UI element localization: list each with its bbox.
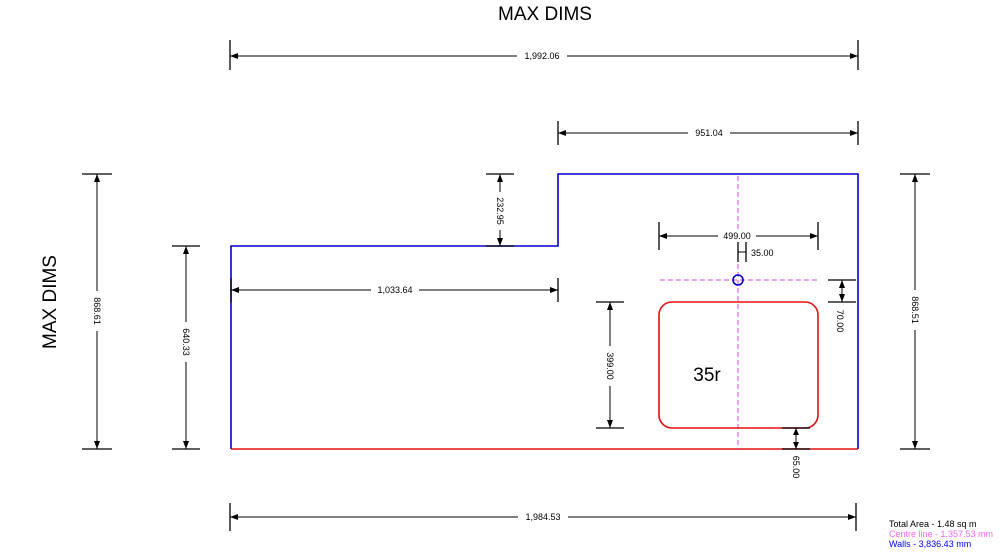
left-title: MAX DIMS (40, 255, 61, 349)
dim-upper-right-width: 951.04 (557, 121, 859, 145)
sink-corner-radius-label: 35r (693, 365, 721, 386)
dim-step-height-label: 232.95 (495, 197, 505, 225)
dim-tap-to-edge: 70.00 (828, 279, 856, 333)
dim-sink-to-front-label: 65.00 (791, 456, 801, 479)
dim-overall-height-right-label: 868.51 (910, 296, 920, 324)
dim-sink-width: 499.00 (658, 222, 819, 250)
top-title: MAX DIMS (498, 4, 592, 25)
legend-centre-line: Centre line - 1,357.53 mm (889, 529, 994, 539)
dim-overall-height-left-label: 868.61 (92, 297, 102, 325)
legend: Total Area - 1.48 sq m Centre line - 1,3… (889, 519, 999, 549)
dim-sink-width-label: 499.00 (723, 231, 751, 241)
dim-overall-bottom: 1,984.53 (229, 503, 857, 531)
legend-total-area: Total Area - 1.48 sq m (889, 519, 977, 529)
dim-left-section-height: 640.33 (172, 245, 200, 450)
dim-tap-to-edge-label: 70.00 (835, 310, 845, 333)
wall-edges (230, 173, 859, 449)
dim-overall-height-right: 868.51 (900, 173, 930, 450)
dim-sink-height: 399.00 (596, 301, 624, 429)
legend-walls: Walls - 3,836.43 mm (889, 539, 972, 549)
dim-sink-to-front: 65.00 (782, 427, 810, 479)
dim-upper-right-width-label: 951.04 (695, 128, 723, 138)
dim-left-section-width-label: 1,033.64 (377, 285, 412, 295)
dim-overall-top-label: 1,992.06 (524, 51, 559, 61)
dim-overall-bottom-label: 1,984.53 (525, 512, 560, 522)
dim-sink-height-label: 399.00 (605, 352, 615, 380)
dim-tap-offset-label: 35.00 (751, 248, 774, 258)
dim-left-section-height-label: 640.33 (181, 328, 191, 356)
dim-left-section-width: 1,033.64 (230, 278, 559, 302)
tap-hole (732, 274, 744, 286)
dim-tap-offset: 35.00 (737, 242, 774, 262)
dim-overall-top: 1,992.06 (229, 40, 859, 70)
sink-cutout (658, 301, 819, 429)
dim-overall-height-left: 868.61 (82, 173, 112, 450)
dim-step-height: 232.95 (486, 173, 514, 247)
